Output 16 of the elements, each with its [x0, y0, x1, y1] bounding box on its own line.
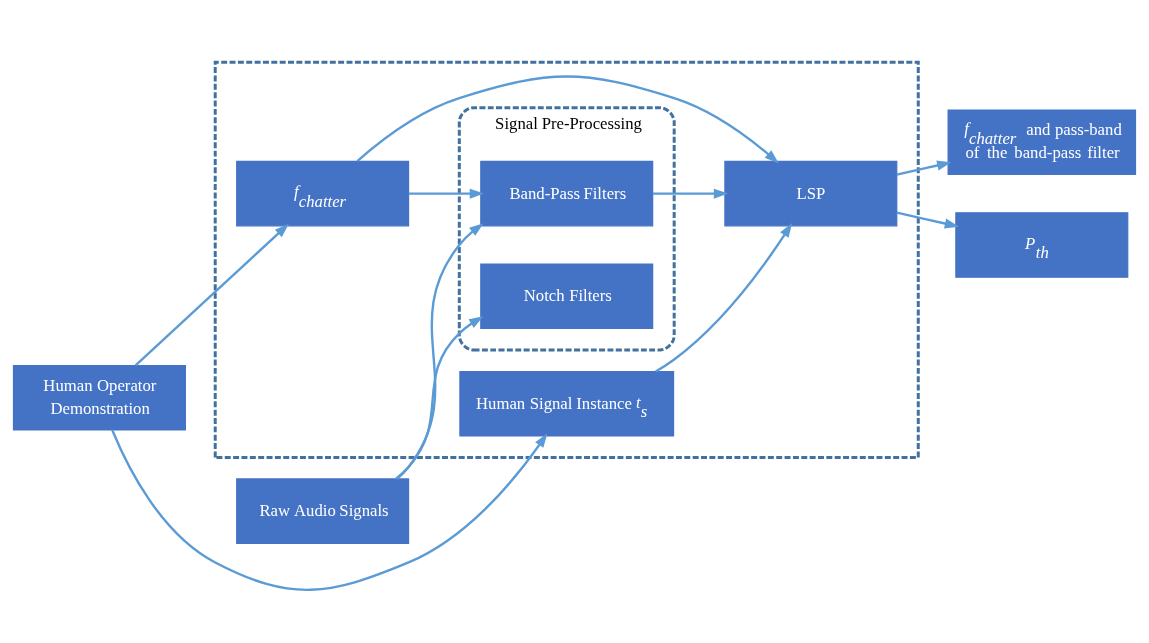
cluster	[213, 60, 920, 459]
node-box: Band-Pass Filters	[480, 160, 654, 227]
node-box: LSP	[724, 160, 898, 227]
arrow	[896, 211, 960, 229]
arrow	[652, 188, 729, 199]
arrow	[395, 316, 484, 480]
arrow	[896, 160, 952, 176]
arrow	[655, 223, 793, 373]
node-box: Raw Audio Signals	[236, 478, 410, 544]
node-box: Notch Filters	[480, 263, 654, 330]
arrow	[408, 188, 485, 199]
arrow	[111, 429, 548, 591]
arrow	[396, 223, 484, 480]
arrow	[134, 223, 289, 367]
arrow	[356, 75, 779, 164]
node-box: Human Operator Demonstration	[12, 364, 186, 431]
